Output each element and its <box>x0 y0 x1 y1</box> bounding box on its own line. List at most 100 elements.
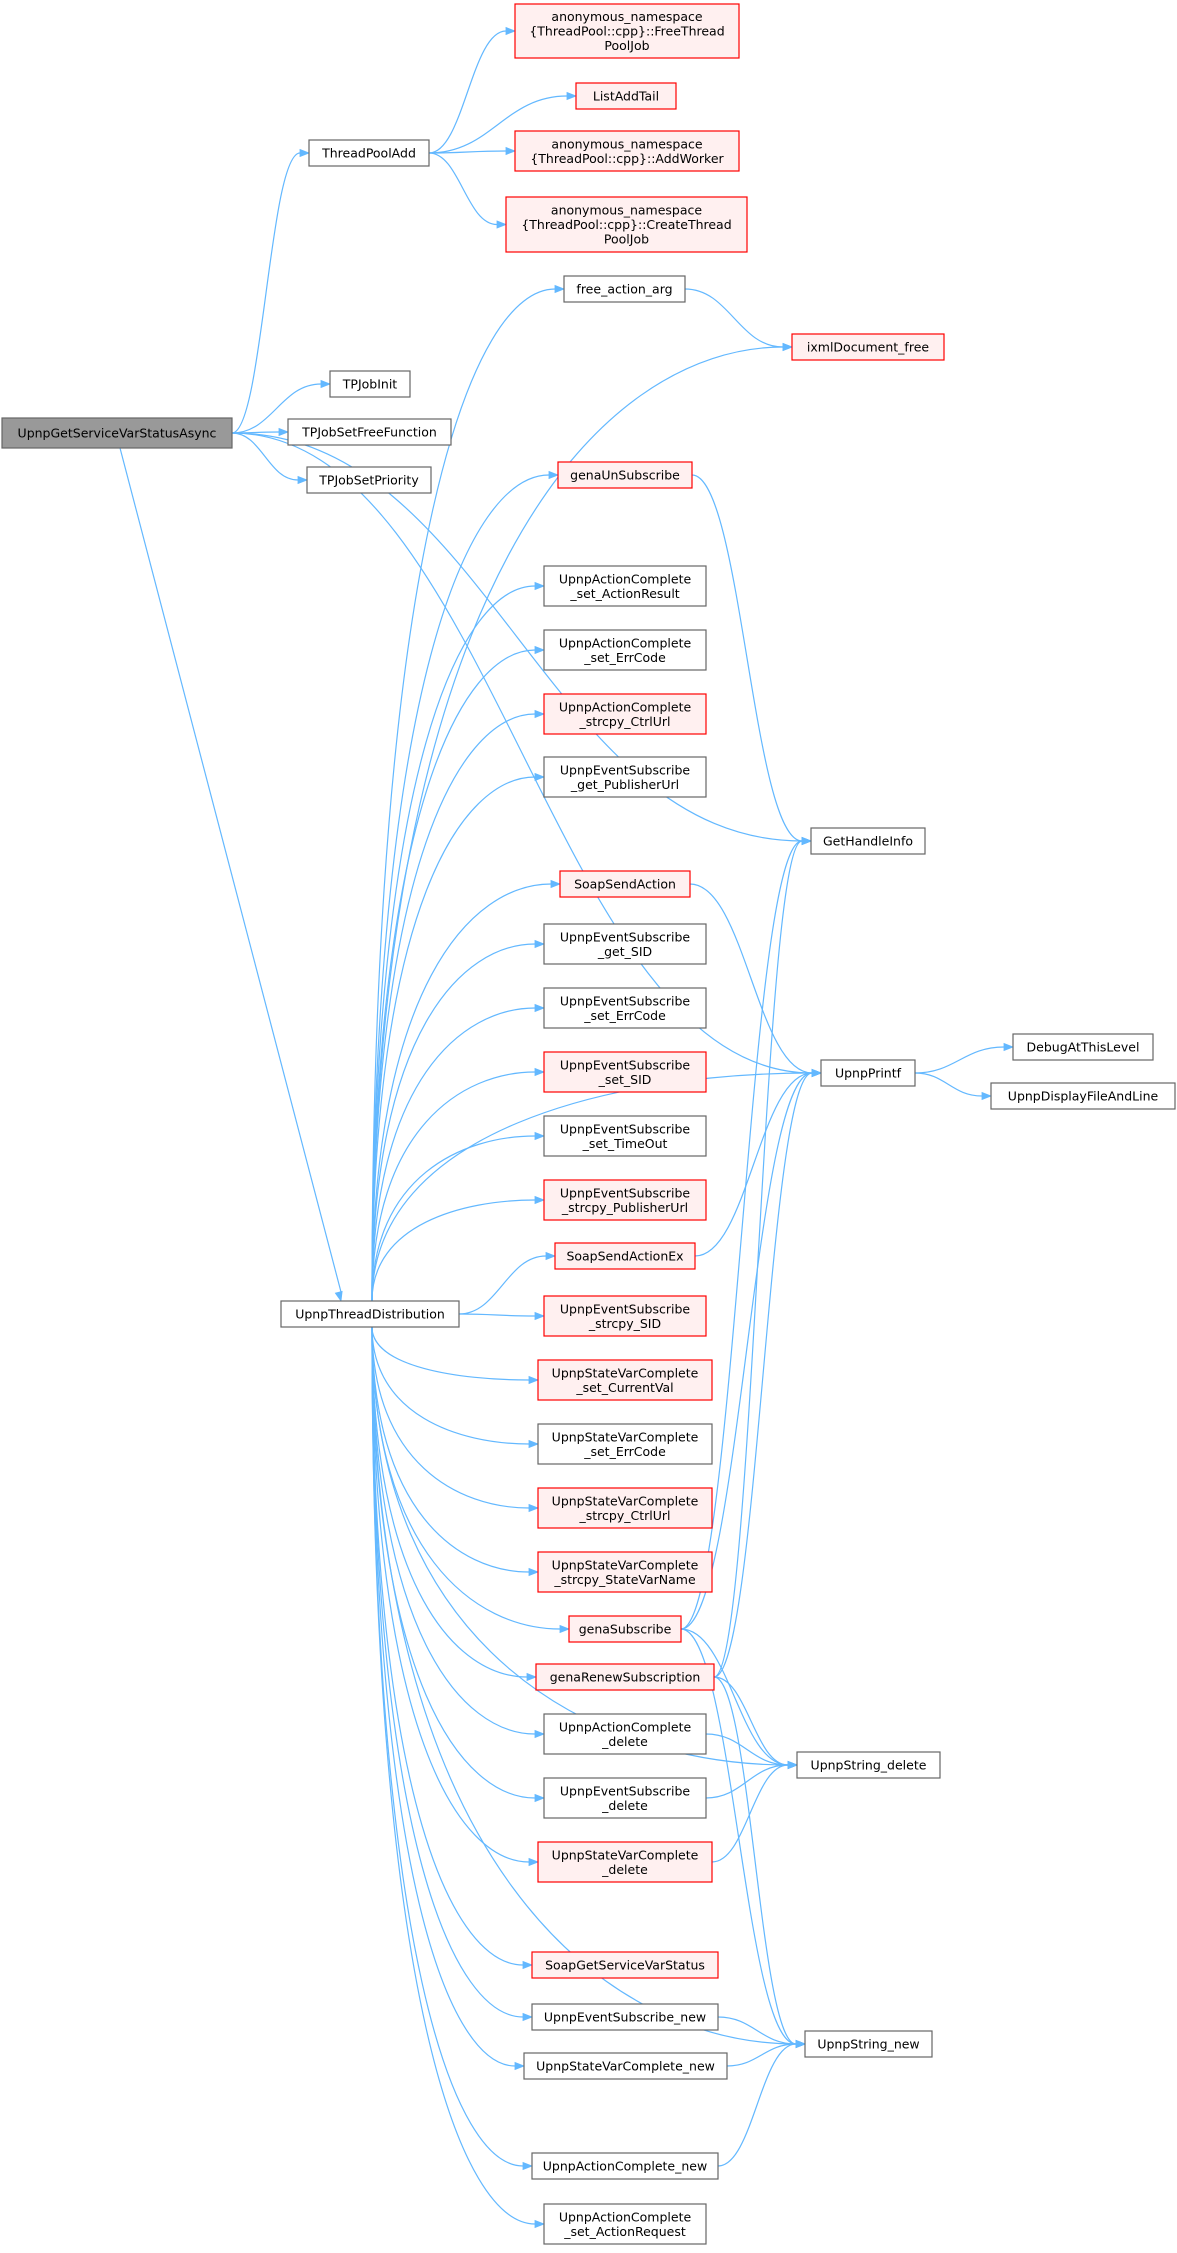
edge-es_delete-to-upnpstringdelete <box>705 1764 789 1799</box>
edge-arrowhead <box>522 2161 534 2171</box>
edge-root-to-upnpthreaddistribution <box>119 447 342 1293</box>
edge-upnpthreaddistribution-to-genaunsubscribe <box>371 474 550 1302</box>
edge-arrowhead <box>1003 1042 1015 1052</box>
node-box <box>537 1359 713 1401</box>
edge-threadpooladd-to-addworker <box>428 150 507 154</box>
node-svc_delete[interactable]: UpnpStateVarComplete_delete <box>537 1841 713 1883</box>
node-es_strcpy_sid[interactable]: UpnpEventSubscribe_strcpy_SID <box>543 1295 707 1337</box>
node-debugatthislevel[interactable]: DebugAtThisLevel <box>1012 1033 1154 1061</box>
node-ixmldocumentfree[interactable]: ixmlDocument_free <box>791 333 945 361</box>
edge-upnpthreaddistribution-to-ac_new <box>371 1326 524 2167</box>
node-box <box>287 418 452 446</box>
node-label: GetHandleInfo <box>823 834 913 849</box>
edge-upnpthreaddistribution-to-es_strcpy_sid <box>458 1313 536 1317</box>
node-freethreadpooljob[interactable]: anonymous_namespace{ThreadPool::cpp}::Fr… <box>514 3 740 59</box>
node-es_set_sid[interactable]: UpnpEventSubscribe_set_SID <box>543 1051 707 1093</box>
node-label: UpnpActionComplete_new <box>543 2159 707 2174</box>
node-tpjobsetfreefunction[interactable]: TPJobSetFreeFunction <box>287 418 452 446</box>
node-label: {ThreadPool::cpp}::AddWorker <box>530 151 724 166</box>
edge-root-to-upnpprintf <box>231 432 813 1074</box>
edge-arrowhead <box>534 1067 546 1077</box>
node-box <box>531 2152 719 2180</box>
edge-genarenewsubscription-to-upnpstringdelete <box>713 1676 789 1766</box>
node-threadpooladd[interactable]: ThreadPoolAdd <box>308 139 430 167</box>
node-freeactionarg[interactable]: free_action_arg <box>563 275 686 303</box>
node-genarenewsubscription[interactable]: genaRenewSubscription <box>535 1663 715 1691</box>
edge-upnpthreaddistribution-to-svc_strcpy_ctrlurl <box>371 1326 530 1509</box>
node-svc_set_errcode[interactable]: UpnpStateVarComplete_set_ErrCode <box>537 1423 713 1465</box>
node-ac_set_actionrequest[interactable]: UpnpActionComplete_set_ActionRequest <box>543 2203 707 2245</box>
node-ac_set_actionresult[interactable]: UpnpActionComplete_set_ActionResult <box>543 565 707 607</box>
node-es_set_timeout[interactable]: UpnpEventSubscribe_set_TimeOut <box>543 1115 707 1157</box>
node-es_delete[interactable]: UpnpEventSubscribe_delete <box>543 1777 707 1819</box>
node-createthreadpooljob[interactable]: anonymous_namespace{ThreadPool::cpp}::Cr… <box>505 196 748 253</box>
edge-arrowhead <box>811 1068 823 1078</box>
node-soapsendactionex[interactable]: SoapSendActionEx <box>554 1242 696 1270</box>
node-svc_set_currentval[interactable]: UpnpStateVarComplete_set_CurrentVal <box>537 1359 713 1401</box>
node-label: _strcpy_PublisherUrl <box>561 1200 688 1215</box>
node-gethandleinfo[interactable]: GetHandleInfo <box>810 827 926 855</box>
edge-genasubscribe-to-upnpstringdelete <box>680 1628 789 1766</box>
node-label: _set_ErrCode <box>583 1008 666 1023</box>
edge-arrowhead <box>548 470 560 480</box>
node-label: UpnpString_delete <box>811 1758 927 1773</box>
node-label: _set_ActionRequest <box>563 2224 686 2239</box>
node-label: TPJobInit <box>342 377 398 392</box>
node-genaunsubscribe[interactable]: genaUnSubscribe <box>557 461 693 489</box>
node-label: UpnpGetServiceVarStatusAsync <box>18 426 217 441</box>
edge-arrowhead <box>528 1439 540 1449</box>
node-label: UpnpStateVarComplete <box>552 1557 699 1572</box>
node-addworker[interactable]: anonymous_namespace{ThreadPool::cpp}::Ad… <box>514 130 740 172</box>
edge-upnpthreaddistribution-to-es_get_publisherurl <box>371 776 536 1302</box>
node-label: free_action_arg <box>576 282 672 297</box>
edge-arrowhead <box>505 26 517 36</box>
edge-arrowhead <box>528 1567 540 1577</box>
node-listaddtail[interactable]: ListAddTail <box>575 82 677 110</box>
node-box <box>543 693 707 735</box>
edge-genasubscribe-to-upnpprintf <box>680 1072 813 1630</box>
node-label: UpnpEventSubscribe_new <box>544 2010 706 2025</box>
node-es_set_errcode[interactable]: UpnpEventSubscribe_set_ErrCode <box>543 987 707 1029</box>
node-root[interactable]: UpnpGetServiceVarStatusAsync <box>1 417 233 449</box>
node-genasubscribe[interactable]: genaSubscribe <box>568 1615 682 1643</box>
edge-svc_delete-to-upnpstringdelete <box>711 1764 789 1863</box>
edge-arrowhead <box>320 379 332 389</box>
edge-genarenewsubscription-to-gethandleinfo <box>713 840 803 1678</box>
node-es_get_publisherurl[interactable]: UpnpEventSubscribe_get_PublisherUrl <box>543 756 707 798</box>
node-soapsendaction[interactable]: SoapSendAction <box>559 870 691 898</box>
node-upnpstringnew[interactable]: UpnpString_new <box>804 2030 933 2058</box>
node-ac_set_errcode[interactable]: UpnpActionComplete_set_ErrCode <box>543 629 707 671</box>
node-label: UpnpStateVarComplete <box>552 1493 699 1508</box>
edge-arrowhead <box>522 2012 534 2022</box>
node-svc_strcpy_statevarname[interactable]: UpnpStateVarComplete_strcpy_StateVarName <box>537 1551 713 1593</box>
node-svc_new[interactable]: UpnpStateVarComplete_new <box>523 2052 728 2080</box>
node-upnpthreaddistribution[interactable]: UpnpThreadDistribution <box>280 1300 460 1328</box>
node-label: UpnpEventSubscribe <box>560 1301 690 1316</box>
node-label: _set_SID <box>598 1072 652 1087</box>
node-label: _set_ErrCode <box>583 650 666 665</box>
node-svc_strcpy_ctrlurl[interactable]: UpnpStateVarComplete_strcpy_CtrlUrl <box>537 1487 713 1529</box>
edge-es_new-to-upnpstringnew <box>717 2016 797 2045</box>
node-es_get_sid[interactable]: UpnpEventSubscribe_get_SID <box>543 923 707 965</box>
edge-arrowhead <box>534 1195 546 1205</box>
node-soapgetservicevarstatus[interactable]: SoapGetServiceVarStatus <box>531 1951 719 1979</box>
node-es_strcpy_publisherurl[interactable]: UpnpEventSubscribe_strcpy_PublisherUrl <box>543 1179 707 1221</box>
node-box <box>514 130 740 172</box>
node-ac_delete[interactable]: UpnpActionComplete_delete <box>543 1713 707 1755</box>
node-upnpdisplayfileandline[interactable]: UpnpDisplayFileAndLine <box>990 1082 1176 1110</box>
node-tpjobinit[interactable]: TPJobInit <box>329 370 411 398</box>
node-upnpstringdelete[interactable]: UpnpString_delete <box>796 1751 941 1779</box>
node-box <box>543 756 707 798</box>
node-ac_new[interactable]: UpnpActionComplete_new <box>531 2152 719 2180</box>
node-label: TPJobSetPriority <box>318 473 419 488</box>
node-es_new[interactable]: UpnpEventSubscribe_new <box>531 2003 719 2031</box>
node-label: UpnpActionComplete <box>559 2209 692 2224</box>
node-box <box>537 1551 713 1593</box>
node-box <box>543 987 707 1029</box>
edge-arrowhead <box>534 2219 546 2229</box>
edge-arrowhead <box>528 1375 540 1385</box>
node-ac_strcpy_ctrlurl[interactable]: UpnpActionComplete_strcpy_CtrlUrl <box>543 693 707 735</box>
node-tpjobsetpriority[interactable]: TPJobSetPriority <box>306 466 432 494</box>
edge-upnpthreaddistribution-to-ac_delete <box>371 1326 536 1735</box>
node-upnpprintf[interactable]: UpnpPrintf <box>820 1059 916 1087</box>
